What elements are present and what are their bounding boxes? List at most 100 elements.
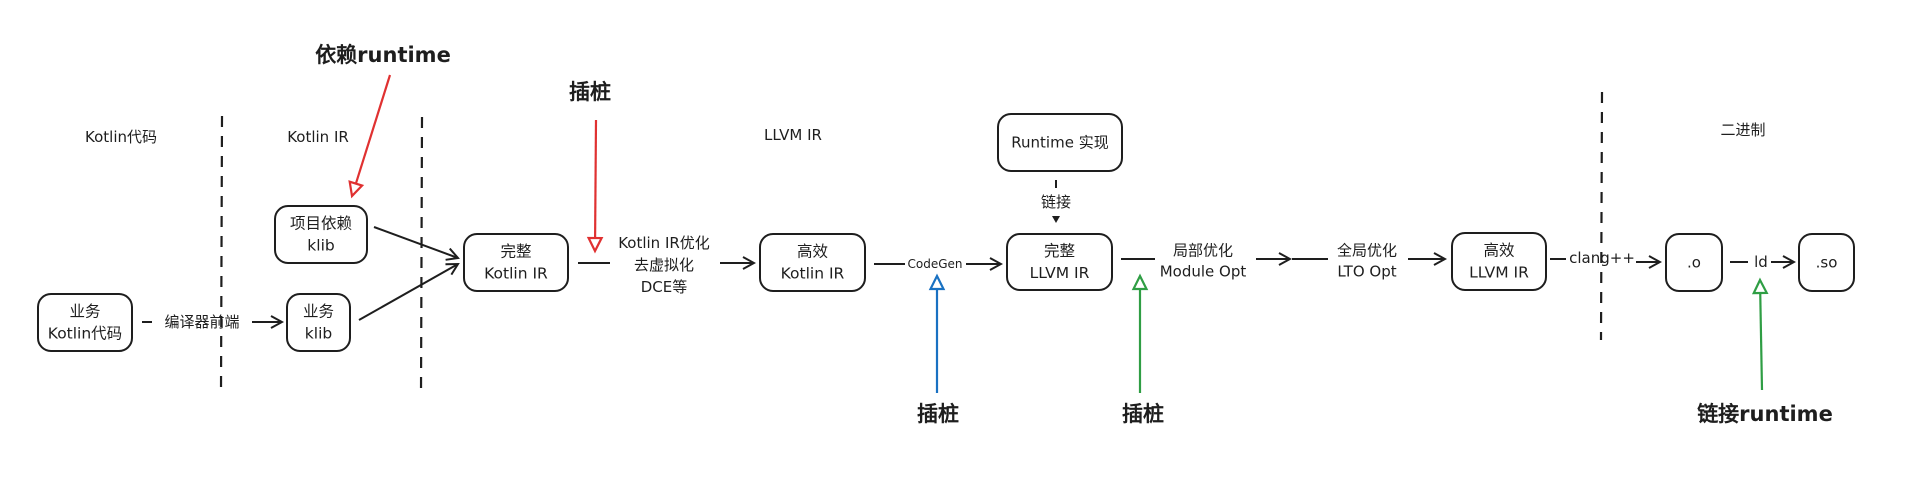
edge-label-clang: clang++ xyxy=(1569,249,1635,267)
box-business-kotlin-code-label-line: Kotlin代码 xyxy=(48,325,122,343)
box-runtime-impl-label-line: Runtime 实现 xyxy=(1011,134,1108,152)
box-business-klib-label-line: klib xyxy=(305,325,332,343)
edge-label-frontend: 编译器前端 xyxy=(164,313,239,331)
box-efficient-llvm-ir-label-line: LLVM IR xyxy=(1469,264,1529,282)
box-object-file-frame xyxy=(1665,233,1723,292)
box-object-file-label-line: .o xyxy=(1687,254,1701,272)
box-project-dep-klib[interactable]: 项目依赖 klib xyxy=(274,205,368,264)
annotation-arrow-link-runtime-shaft xyxy=(1759,292,1764,391)
box-efficient-llvm-ir-label: 高效 LLVM IR xyxy=(1469,242,1529,282)
stage-label-binary: 二进制 xyxy=(1720,121,1765,139)
box-business-klib-label: 业务 klib xyxy=(303,303,334,343)
edge-label-kotlin-ir-opt-line: DCE等 xyxy=(641,278,688,296)
edge-label-lto-opt-line: 全局优化 xyxy=(1337,242,1397,260)
edge-label-link-line: 链接 xyxy=(1041,193,1071,211)
box-shared-object[interactable]: .so xyxy=(1798,233,1855,292)
box-efficient-kotlin-ir-label-line: Kotlin IR xyxy=(781,265,845,283)
annotation-arrow-link-runtime xyxy=(1751,277,1769,391)
box-business-kotlin-code[interactable]: 业务 Kotlin代码 xyxy=(37,293,133,352)
edge-label-module-opt-line: Module Opt xyxy=(1160,263,1247,281)
box-business-klib-label-line: 业务 xyxy=(303,303,334,321)
annotation-instrument-module-line: 插桩 xyxy=(1122,402,1164,426)
box-full-llvm-ir[interactable]: 完整 LLVM IR xyxy=(1006,233,1113,291)
box-full-kotlin-ir-label: 完整 Kotlin IR xyxy=(484,243,548,283)
edge-label-kotlin-ir-opt-line: Kotlin IR优化 xyxy=(618,234,710,252)
stage-label-kotlin-ir: Kotlin IR xyxy=(287,128,349,146)
stage-divider xyxy=(419,116,424,396)
annotation-arrow-instrument-kotlin-ir-head xyxy=(586,236,604,254)
annotation-instrument-codegen-line: 插桩 xyxy=(917,402,959,426)
edge-label-clang-line: clang++ xyxy=(1569,249,1635,267)
edge-label-frontend-line: 编译器前端 xyxy=(164,313,239,331)
box-project-dep-klib-label-line: klib xyxy=(307,237,334,255)
box-project-dep-klib-label-line: 项目依赖 xyxy=(290,215,352,233)
annotation-link-runtime-line: 链接runtime xyxy=(1697,402,1833,426)
edge-label-ld: ld xyxy=(1754,253,1768,271)
box-project-dep-klib-frame xyxy=(274,205,368,264)
stage-label-kotlin-code: Kotlin代码 xyxy=(85,128,157,146)
box-business-klib-frame xyxy=(286,293,351,352)
box-business-kotlin-code-frame xyxy=(37,293,133,352)
annotation-instrument-codegen: 插桩 xyxy=(917,402,959,426)
box-full-llvm-ir-label-line: LLVM IR xyxy=(1030,264,1090,282)
box-runtime-impl[interactable]: Runtime 实现 xyxy=(997,113,1123,172)
stage-divider xyxy=(219,115,224,393)
annotation-arrow-instrument-codegen-head xyxy=(928,273,946,291)
box-business-kotlin-code-label-line: 业务 xyxy=(69,303,100,321)
edge-link-arrowhead xyxy=(1052,216,1060,223)
edge-project-klib-to-full-ir xyxy=(373,226,458,258)
edge-label-lto-opt: 全局优化 LTO Opt xyxy=(1337,242,1397,281)
edge-label-lto-opt-line: LTO Opt xyxy=(1337,263,1396,281)
edge-label-codegen-line: CodeGen xyxy=(907,257,962,271)
annotation-arrow-depend-runtime-head xyxy=(348,180,365,199)
box-business-kotlin-code-label: 业务 Kotlin代码 xyxy=(48,303,122,343)
stage-label-llvm-ir: LLVM IR xyxy=(764,126,822,144)
stage-divider xyxy=(1599,91,1604,341)
box-efficient-llvm-ir-frame xyxy=(1451,232,1547,291)
annotation-link-runtime: 链接runtime xyxy=(1697,402,1833,426)
annotation-depend-runtime-line: 依赖runtime xyxy=(315,43,451,67)
box-efficient-llvm-ir-label-line: 高效 xyxy=(1483,242,1514,260)
box-runtime-impl-label: Runtime 实现 xyxy=(1011,134,1108,152)
edge-label-module-opt-line: 局部优化 xyxy=(1173,242,1233,260)
box-shared-object-frame xyxy=(1798,233,1855,292)
stage-label-kotlin-ir-line: Kotlin IR xyxy=(287,128,349,146)
box-business-klib[interactable]: 业务 klib xyxy=(286,293,351,352)
edge-business-klib-to-full-ir xyxy=(358,264,458,321)
box-full-llvm-ir-label: 完整 LLVM IR xyxy=(1030,242,1090,282)
annotation-depend-runtime: 依赖runtime xyxy=(315,43,451,67)
stage-label-llvm-ir-line: LLVM IR xyxy=(764,126,822,144)
annotation-instrument-module: 插桩 xyxy=(1122,402,1164,426)
box-shared-object-label-line: .so xyxy=(1816,254,1838,272)
box-object-file[interactable]: .o xyxy=(1665,233,1723,292)
box-runtime-impl-frame xyxy=(997,113,1123,172)
box-full-kotlin-ir-frame xyxy=(463,233,569,292)
annotation-arrow-instrument-kotlin-ir xyxy=(586,119,604,254)
box-full-llvm-ir-label-line: 完整 xyxy=(1044,242,1075,260)
edge-label-link: 链接 xyxy=(1041,193,1071,211)
edge-label-module-opt: 局部优化 Module Opt xyxy=(1160,242,1247,281)
annotation-arrow-depend-runtime-shaft xyxy=(354,74,392,184)
edge-label-codegen: CodeGen xyxy=(907,257,962,271)
box-shared-object-label: .so xyxy=(1816,254,1838,272)
edge-label-ld-line: ld xyxy=(1754,253,1768,271)
box-object-file-label: .o xyxy=(1687,254,1701,272)
edge-label-kotlin-ir-opt-line: 去虚拟化 xyxy=(634,256,694,274)
box-full-kotlin-ir-label-line: 完整 xyxy=(500,243,531,261)
box-efficient-llvm-ir[interactable]: 高效 LLVM IR xyxy=(1451,232,1547,291)
box-project-dep-klib-label: 项目依赖 klib xyxy=(290,215,352,255)
box-full-llvm-ir-frame xyxy=(1006,233,1113,291)
stage-label-binary-line: 二进制 xyxy=(1720,121,1765,139)
annotation-arrow-instrument-module-head xyxy=(1131,273,1149,291)
annotation-arrow-instrument-kotlin-ir-shaft xyxy=(593,119,598,239)
annotation-arrow-instrument-module xyxy=(1131,273,1149,393)
box-full-kotlin-ir[interactable]: 完整 Kotlin IR xyxy=(463,233,569,292)
annotation-instrument-kotlin-ir: 插桩 xyxy=(569,80,611,104)
stage-label-kotlin-code-line: Kotlin代码 xyxy=(85,128,157,146)
annotation-instrument-kotlin-ir-line: 插桩 xyxy=(569,80,611,104)
box-full-kotlin-ir-label-line: Kotlin IR xyxy=(484,265,548,283)
